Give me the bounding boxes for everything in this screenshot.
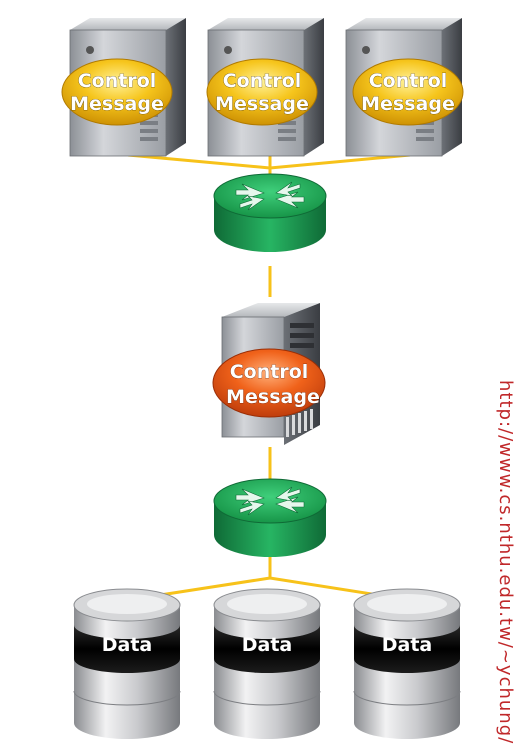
router-2-top bbox=[213, 478, 327, 524]
server-1-side bbox=[166, 18, 186, 156]
database-1-band bbox=[74, 625, 180, 673]
database-3-label: Data bbox=[382, 634, 433, 656]
server-3-power-light bbox=[362, 46, 370, 54]
router-1-arrows-icon bbox=[235, 181, 305, 211]
server-3-label-line1: Control bbox=[369, 70, 448, 92]
server-2-label-line2: Message bbox=[215, 93, 309, 115]
database-1: Data bbox=[73, 588, 181, 739]
database-1-label: Data bbox=[102, 634, 153, 656]
database-2-band bbox=[214, 625, 320, 673]
middle-server-drive-bays bbox=[290, 323, 314, 348]
link-bottom-fan bbox=[127, 576, 411, 602]
server-1-badge: Control Message bbox=[61, 58, 173, 126]
middle-server-label-line2: Message bbox=[226, 386, 320, 408]
watermark-url: http://www.cs.nthu.edu.tw/~ychung/ bbox=[495, 380, 515, 745]
middle-server-label-line1: Control bbox=[230, 361, 309, 383]
server-1-label-line1: Control bbox=[78, 70, 157, 92]
server-1-top bbox=[70, 18, 186, 30]
server-2-power-light bbox=[224, 46, 232, 54]
router-2-arrows-icon bbox=[235, 486, 305, 516]
server-1-label-line2: Message bbox=[70, 93, 164, 115]
middle-server-vents bbox=[286, 409, 313, 437]
server-2-label-line1: Control bbox=[223, 70, 302, 92]
database-2: Data bbox=[213, 588, 321, 739]
database-3: Data bbox=[353, 588, 461, 739]
middle-server-top bbox=[222, 303, 320, 317]
router-1 bbox=[213, 173, 327, 252]
database-3-band bbox=[354, 625, 460, 673]
server-2-top bbox=[208, 18, 324, 30]
server-1-power-light bbox=[86, 46, 94, 54]
server-2-badge: Control Message bbox=[206, 58, 318, 126]
middle-server-badge: Control Message bbox=[212, 348, 326, 418]
server-3-label-line2: Message bbox=[361, 93, 455, 115]
server-3-top bbox=[346, 18, 462, 30]
router-2 bbox=[213, 478, 327, 557]
router-1-top bbox=[213, 173, 327, 219]
database-2-label: Data bbox=[242, 634, 293, 656]
server-3-badge: Control Message bbox=[352, 58, 464, 126]
